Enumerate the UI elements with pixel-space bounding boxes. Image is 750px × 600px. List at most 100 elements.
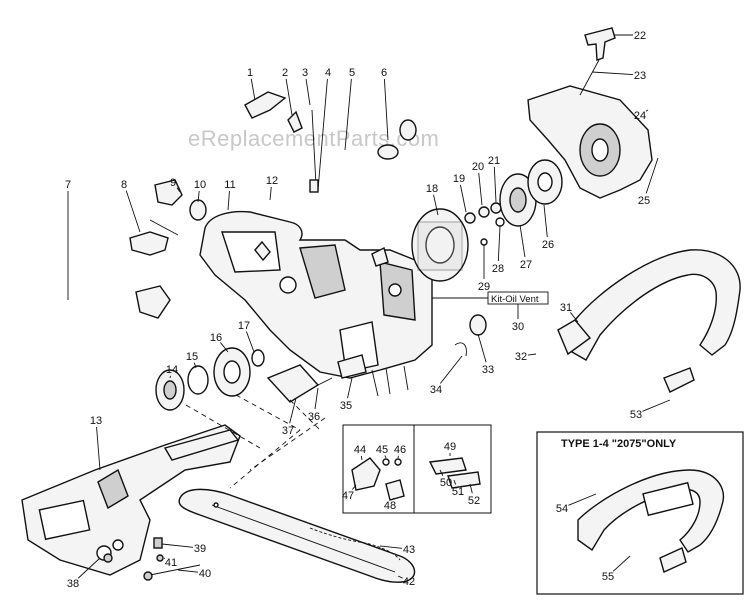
- callout-21: 21: [488, 155, 500, 167]
- callout-54: 54: [556, 503, 568, 515]
- callout-40: 40: [199, 568, 211, 580]
- leader-line-34: [439, 355, 463, 384]
- callout-44: 44: [354, 444, 366, 456]
- carb-detail-box: [342, 424, 492, 514]
- callout-22: 22: [634, 30, 646, 42]
- callout-34: 34: [430, 384, 442, 396]
- leader-line-35: [347, 377, 353, 399]
- callout-42: 42: [403, 576, 415, 588]
- leader-line-16: [220, 342, 229, 353]
- starter-handle-part: [579, 27, 616, 96]
- callout-50: 50: [440, 477, 452, 489]
- callout-16: 16: [210, 332, 222, 344]
- callout-24: 24: [634, 110, 646, 122]
- leader-line-31: [570, 312, 579, 323]
- leader-line-52: [469, 483, 473, 494]
- leader-line-23: [591, 71, 634, 76]
- starter-housing-part: [527, 85, 653, 199]
- callout-20: 20: [472, 161, 484, 173]
- callout-7: 7: [65, 179, 71, 191]
- leader-line-12: [269, 186, 272, 201]
- callout-23: 23: [634, 70, 646, 82]
- leader-line-8: [125, 190, 141, 233]
- callout-3: 3: [302, 67, 308, 79]
- leader-line-9: [176, 187, 181, 193]
- leader-line-48: [393, 497, 395, 500]
- callout-18: 18: [426, 183, 438, 195]
- leader-line-40: [177, 569, 199, 573]
- callout-15: 15: [186, 351, 198, 363]
- callout-30: 30: [512, 321, 524, 333]
- callout-45: 45: [376, 444, 388, 456]
- callout-26: 26: [542, 239, 554, 251]
- kit-label-text: Kit-Oil Vent: [491, 294, 539, 305]
- callout-leaders: [67, 34, 671, 579]
- guide-bar-part: [178, 488, 416, 583]
- callout-25: 25: [638, 195, 650, 207]
- leader-line-1: [250, 78, 256, 101]
- callout-9: 9: [170, 177, 176, 189]
- callout-35: 35: [340, 400, 352, 412]
- leader-line-17: [246, 331, 255, 353]
- callout-17: 17: [238, 320, 250, 332]
- leader-line-3: [305, 78, 311, 106]
- callout-39: 39: [194, 543, 206, 555]
- callout-2: 2: [282, 67, 288, 79]
- leader-line-13: [96, 426, 101, 471]
- callout-55: 55: [602, 571, 614, 583]
- leader-line-45: [384, 455, 387, 459]
- callout-19: 19: [453, 173, 465, 185]
- leader-line-20: [478, 172, 483, 206]
- callout-43: 43: [403, 544, 415, 556]
- callout-31: 31: [560, 302, 572, 314]
- bracket-parts: [129, 179, 207, 319]
- saw-chain-part: [309, 527, 401, 561]
- leader-line-11: [227, 190, 230, 211]
- leader-line-32: [527, 353, 537, 356]
- callout-53: 53: [630, 409, 642, 421]
- callout-38: 38: [67, 578, 79, 590]
- callout-4: 4: [325, 67, 331, 79]
- inset-type-box: [536, 431, 744, 595]
- leader-line-18: [433, 194, 439, 216]
- clutch-cover-part: [21, 424, 241, 576]
- leader-line-43: [379, 545, 403, 549]
- starter-pulley-part: [499, 159, 563, 227]
- clutch-assembly-parts: [155, 347, 320, 411]
- leader-line-28: [497, 225, 501, 262]
- inset-title: TYPE 1-4 "2075"ONLY: [561, 438, 677, 450]
- callout-8: 8: [121, 179, 127, 191]
- callout-12: 12: [266, 175, 278, 187]
- leader-line-55: [612, 555, 631, 572]
- callout-36: 36: [308, 411, 320, 423]
- leader-line-4: [317, 78, 328, 191]
- callout-37: 37: [282, 425, 294, 437]
- callout-48: 48: [384, 500, 396, 512]
- callout-49: 49: [444, 441, 456, 453]
- throttle-parts: [244, 91, 417, 193]
- front-handle-part: [557, 249, 741, 393]
- leader-line-42: [397, 575, 403, 579]
- leader-line-26: [543, 204, 548, 238]
- leader-line-50: [439, 469, 444, 476]
- leader-line-24: [645, 109, 649, 112]
- leader-line-39: [161, 543, 194, 548]
- leader-line-15: [193, 362, 197, 369]
- bar-stud-parts: [103, 537, 201, 581]
- leader-line-2: [285, 78, 293, 116]
- callout-10: 10: [194, 179, 206, 191]
- callout-14: 14: [166, 364, 178, 376]
- alignment-lines: [185, 394, 326, 489]
- leader-line-41: [163, 557, 166, 559]
- leader-line-51: [453, 479, 457, 485]
- leader-line-47: [352, 484, 357, 490]
- leader-line-19: [459, 184, 467, 213]
- leader-line-5: [344, 78, 352, 151]
- leader-line-6: [383, 78, 389, 141]
- kit-oil-vent-label: Kit-Oil Vent: [432, 291, 549, 305]
- callout-11: 11: [224, 179, 235, 191]
- leader-line-38: [77, 557, 101, 579]
- leader-line-10: [197, 190, 200, 203]
- callout-6: 6: [381, 67, 387, 79]
